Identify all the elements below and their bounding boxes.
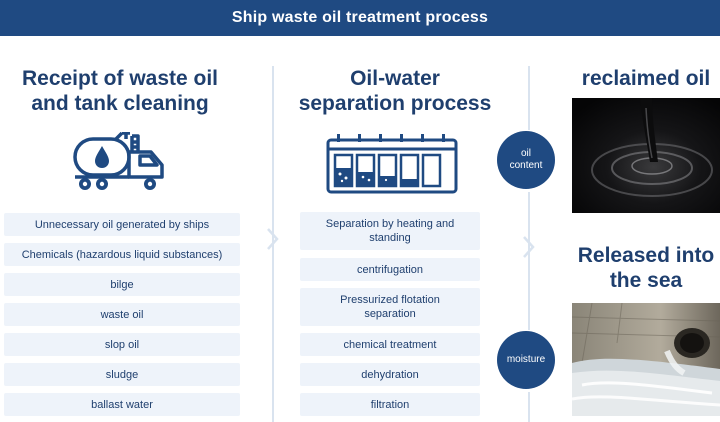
chevron-right-icon [523, 236, 535, 258]
separation-item-chemical-treatment: chemical treatment [300, 333, 480, 356]
header-banner: Ship waste oil treatment process [0, 0, 720, 36]
oil-content-circle: oil content [497, 131, 555, 189]
released-title-line1: Released into [577, 244, 715, 267]
receipt-item-unnecessary-oil: Unnecessary oil generated by ships [4, 213, 240, 236]
receipt-item-chemicals: Chemicals (hazardous liquid substances) [4, 243, 240, 266]
released-title-line2: the sea [609, 269, 683, 292]
separation-title: Oil-water separation process [290, 66, 500, 116]
receipt-item-waste-oil: waste oil [4, 303, 240, 326]
separation-item-line: Pressurized flotation [340, 294, 440, 306]
separation-item-filtration: filtration [300, 393, 480, 416]
receipt-title: Receipt of waste oil and tank cleaning [0, 66, 240, 116]
receipt-title-line2: and tank cleaning [31, 92, 209, 115]
receipt-item-label: Chemicals (hazardous liquid substances) [21, 248, 223, 261]
receipt-item-ballast-water: ballast water [4, 393, 240, 416]
receipt-item-slop-oil: slop oil [4, 333, 240, 356]
reclaimed-oil-label: reclaimed oil [581, 67, 711, 90]
receipt-title-line1: Receipt of waste oil [21, 67, 219, 90]
separation-item-line: chemical treatment [343, 338, 437, 351]
moisture-label: moisture [506, 354, 546, 365]
separation-item-line: Separation by heating and [325, 218, 455, 230]
receipt-item-label: ballast water [91, 398, 153, 411]
moisture-circle: moisture [497, 331, 555, 389]
receipt-item-label: slop oil [104, 338, 140, 351]
sea-release-photo [572, 303, 720, 416]
separation-item-line: dehydration [361, 368, 419, 381]
separation-title-line2: separation process [298, 92, 492, 115]
separation-item-centrifugation: centrifugation [300, 258, 480, 281]
oil-content-line2: content [509, 160, 543, 171]
divider-2 [528, 392, 530, 422]
reclaimed-oil-title: reclaimed oil [566, 66, 720, 91]
separation-item-flotation: Pressurized flotation separation [300, 288, 480, 326]
receipt-item-label: waste oil [100, 308, 144, 321]
separation-item-heating: Separation by heating and standing [300, 212, 480, 250]
separation-item-line: separation [364, 308, 416, 320]
divider-2 [528, 66, 530, 130]
receipt-item-sludge: sludge [4, 363, 240, 386]
separation-title-line1: Oil-water [350, 67, 440, 90]
separation-item-line: standing [369, 232, 411, 244]
separation-item-line: centrifugation [356, 263, 424, 276]
separation-item-dehydration: dehydration [300, 363, 480, 386]
released-title: Released into the sea [566, 243, 720, 293]
chevron-right-icon [267, 228, 279, 250]
reclaimed-oil-photo [572, 98, 720, 213]
receipt-item-label: sludge [105, 368, 139, 381]
oil-content-line1: oil [520, 148, 531, 159]
separation-item-line: filtration [370, 398, 410, 411]
divider-2 [528, 192, 530, 330]
receipt-item-bilge: bilge [4, 273, 240, 296]
separation-tanks-icon [326, 134, 458, 194]
receipt-item-label: Unnecessary oil generated by ships [34, 218, 210, 231]
page-title: Ship waste oil treatment process [231, 9, 489, 26]
tanker-truck-icon [73, 132, 164, 190]
receipt-item-label: bilge [110, 278, 134, 291]
